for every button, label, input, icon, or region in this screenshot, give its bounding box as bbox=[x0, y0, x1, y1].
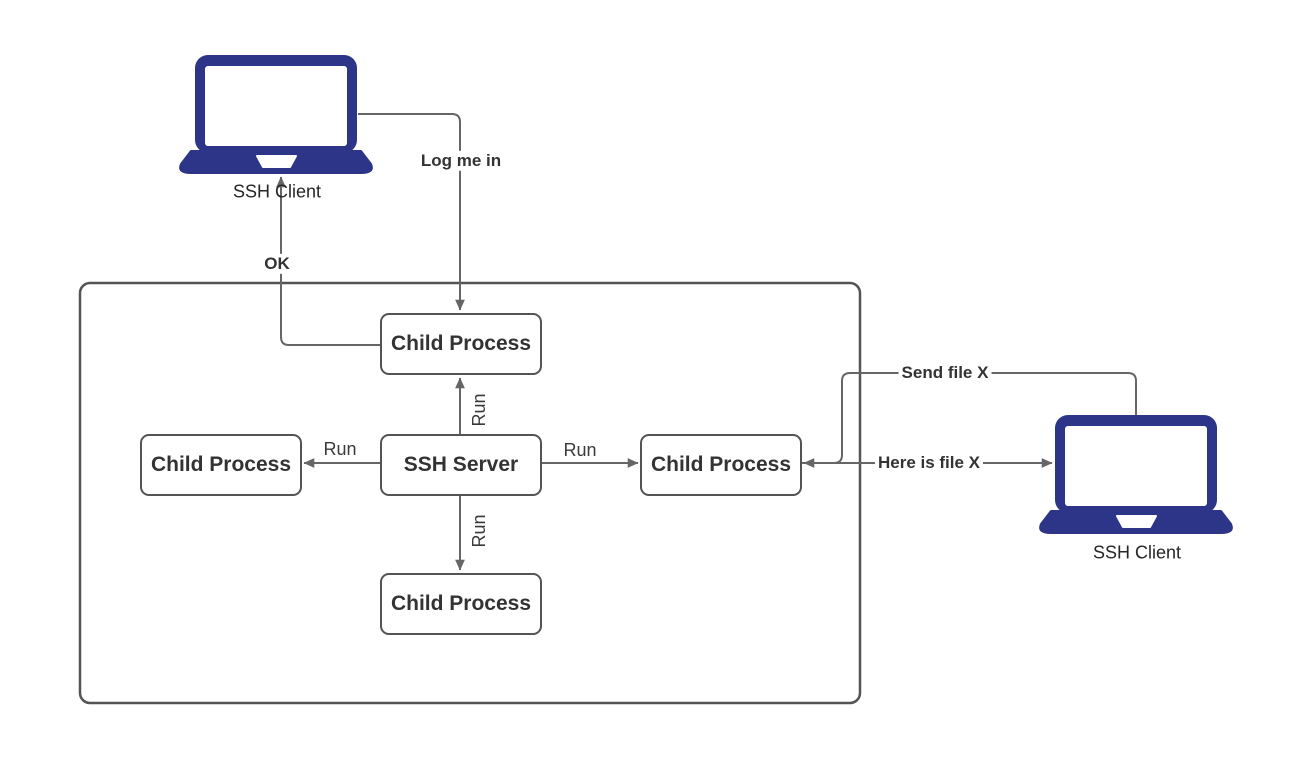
edge-label-send-file-x: Send file X bbox=[898, 362, 992, 384]
arrow-send-file-x bbox=[803, 372, 1137, 468]
node-label: Child Process bbox=[390, 332, 532, 355]
node-child-process-bottom: Child Process bbox=[380, 573, 542, 635]
edge-label-run-right: Run bbox=[563, 440, 597, 461]
edge-label-log-me-in: Log me in bbox=[417, 150, 505, 172]
node-child-process-left: Child Process bbox=[140, 434, 302, 496]
label-ssh-client-left: SSH Client bbox=[232, 181, 322, 202]
node-label: Child Process bbox=[150, 453, 292, 476]
node-child-process-right: Child Process bbox=[640, 434, 802, 496]
edge-label-ok: OK bbox=[261, 253, 293, 275]
node-label: Child Process bbox=[390, 592, 532, 615]
node-ssh-server: SSH Server bbox=[380, 434, 542, 496]
node-label: SSH Server bbox=[403, 453, 519, 476]
edge-label-run-down: Run bbox=[469, 514, 490, 548]
edge-label-here-is-file-x: Here is file X bbox=[874, 452, 984, 474]
arrow-log-me-in bbox=[358, 113, 465, 311]
arrow-ok bbox=[276, 176, 380, 346]
laptop-icon-left bbox=[179, 54, 373, 174]
edge-label-run-up: Run bbox=[469, 393, 490, 427]
label-ssh-client-right: SSH Client bbox=[1092, 542, 1182, 563]
server-host-boundary bbox=[78, 281, 862, 705]
node-child-process-top: Child Process bbox=[380, 313, 542, 375]
edge-label-run-left: Run bbox=[323, 439, 357, 460]
laptop-icon-right bbox=[1039, 414, 1233, 534]
node-label: Child Process bbox=[650, 453, 792, 476]
